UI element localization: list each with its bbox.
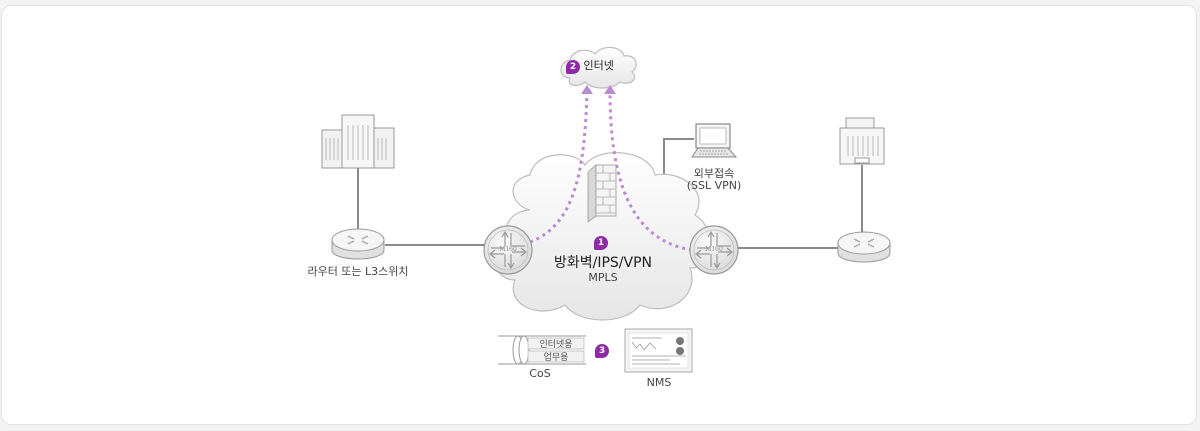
- branch-building-icon: [839, 117, 885, 165]
- remote-access-line1: 외부접속: [693, 167, 735, 180]
- core-subtitle: MPLS: [588, 271, 618, 284]
- core-title: 방화벽/IPS/VPN: [553, 255, 653, 271]
- internet-label-text: 인터넷: [583, 59, 614, 72]
- internet-label: 2 인터넷: [566, 57, 614, 74]
- nms-dashboard-icon: [624, 328, 693, 373]
- arrow-up-icon: [581, 85, 593, 94]
- path-right-to-internet: [608, 89, 693, 252]
- step-badge-3-wrap: 3: [595, 343, 609, 358]
- step-badge-1-wrap: 1: [594, 235, 608, 250]
- arrow-up-icon: [604, 85, 616, 94]
- cos-label: CoS: [529, 367, 551, 380]
- firewall-icon: [587, 164, 617, 223]
- headquarters-building-icon: [321, 114, 395, 169]
- step-badge-2: 2: [566, 60, 580, 74]
- router-left-model: M160: [499, 246, 517, 253]
- router-right: [689, 225, 739, 275]
- path-left-to-internet: [529, 89, 589, 244]
- nms-label: NMS: [646, 376, 672, 389]
- cos-lane-internet: 인터넷용: [539, 340, 573, 350]
- router-left: [483, 225, 533, 275]
- switch-left-icon: [331, 228, 385, 260]
- left-switch-label: 라우터 또는 L3스위치: [307, 265, 409, 278]
- router-right-model: M160: [705, 246, 723, 253]
- step-badge-1: 1: [594, 236, 608, 250]
- internet-paths: [529, 89, 693, 252]
- internet-cloud: [560, 46, 637, 89]
- cos-lane-business: 업무용: [543, 353, 569, 363]
- laptop-icon: [691, 123, 738, 158]
- switch-right-icon: [837, 231, 891, 263]
- cos-pipe-icon: [498, 335, 586, 365]
- step-badge-3: 3: [595, 344, 609, 358]
- remote-access-line2: (SSL VPN): [686, 179, 742, 192]
